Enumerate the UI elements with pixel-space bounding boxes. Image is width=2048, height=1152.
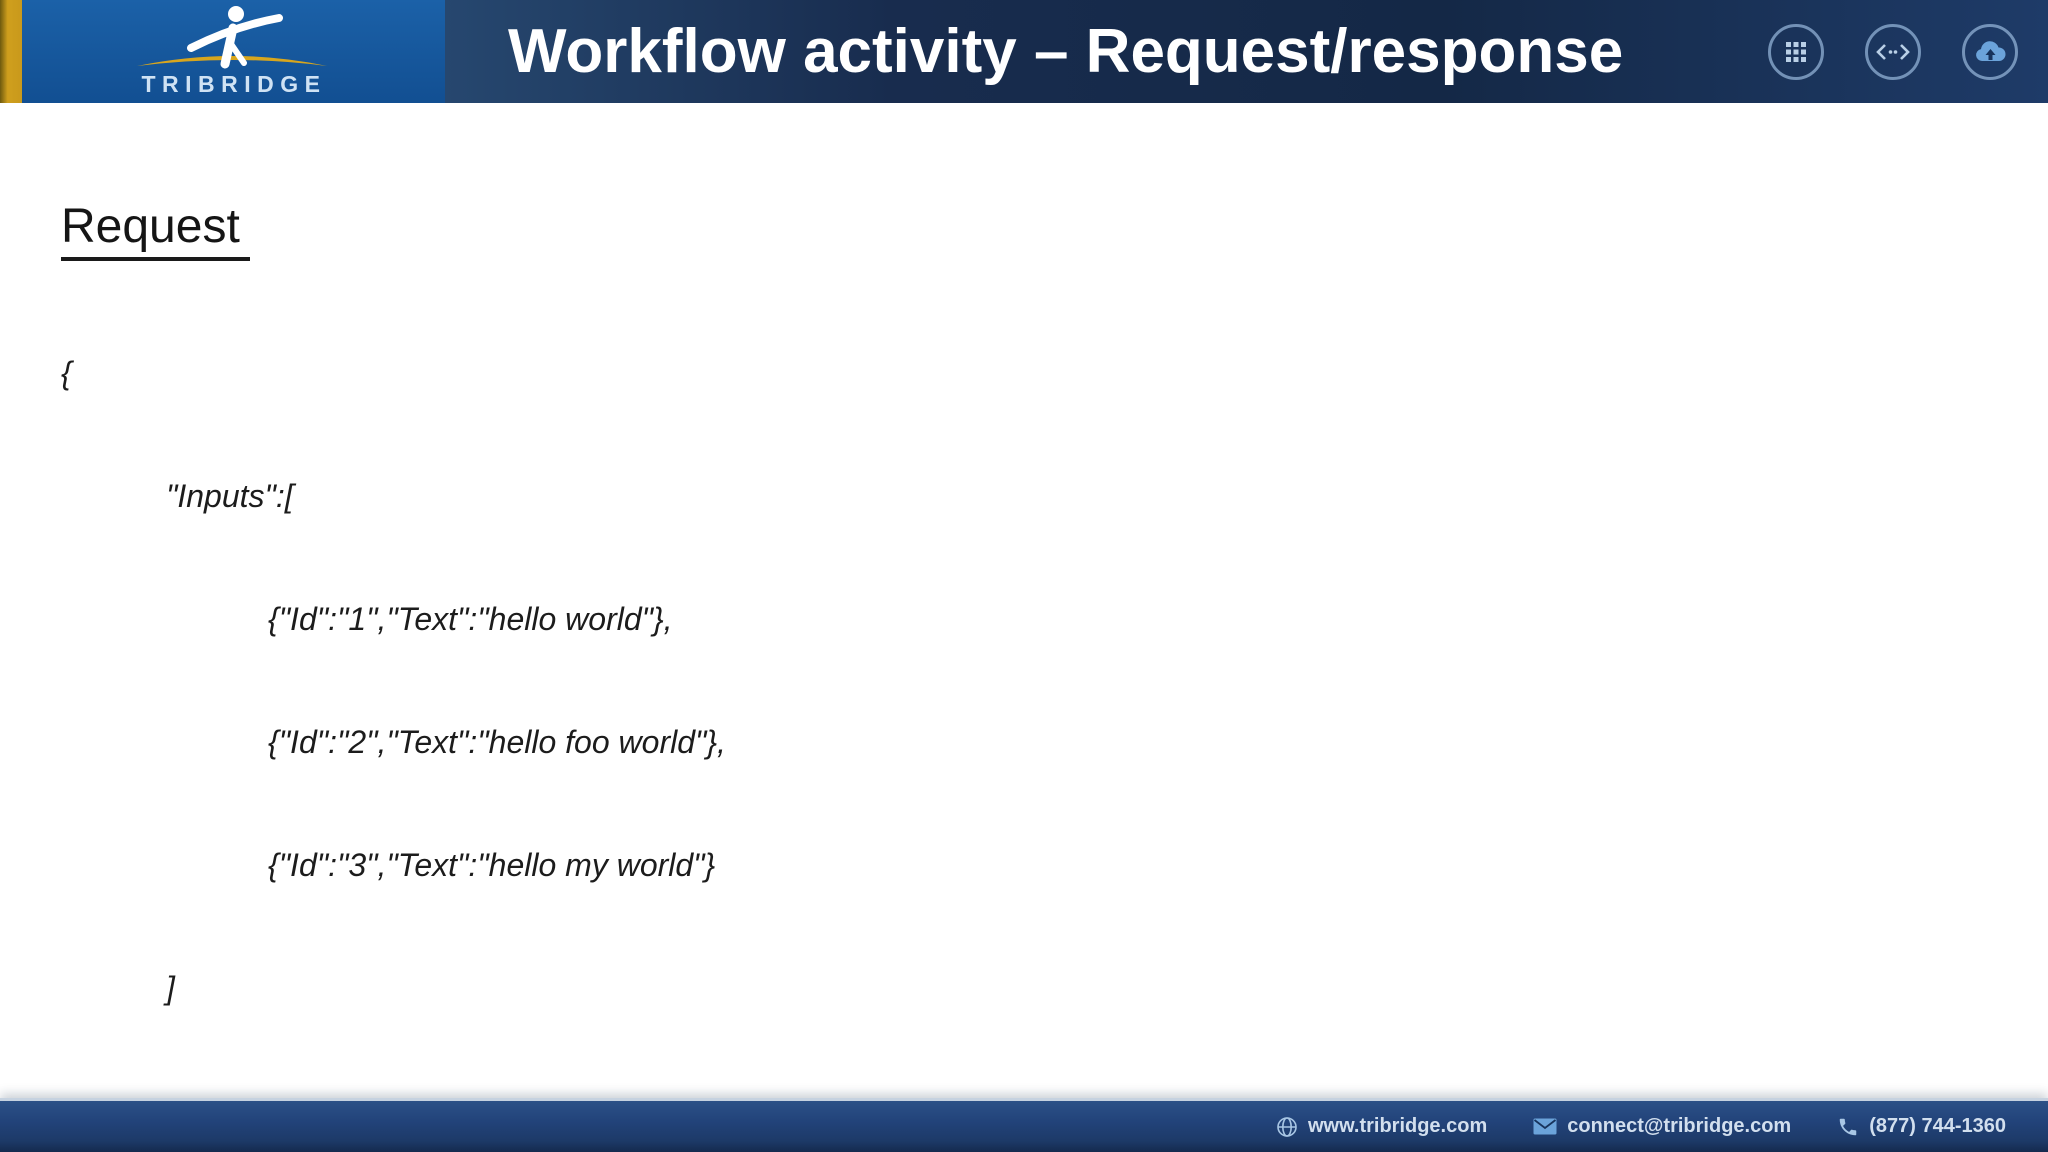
code-line: "Inputs":[ [166,477,294,514]
brand-wordmark: TRIBRIDGE [141,71,326,97]
request-json-block: { "Inputs":[ {"Id":"1","Text":"hello wor… [61,271,2008,1152]
envelope-icon [1533,1118,1557,1135]
footer-website[interactable]: www.tribridge.com [1276,1115,1487,1138]
logo-panel: TRIBRIDGE [22,0,445,103]
globe-icon [1277,1116,1297,1137]
footer-phone-label: (877) 744-1360 [1869,1115,2006,1137]
request-heading: Request [61,200,250,261]
code-line: {"Id":"1","Text":"hello world"}, [268,600,673,637]
cloud-button[interactable] [1962,23,2018,80]
header-icon-group [1768,23,2018,80]
code-line: {"Id":"3","Text":"hello my world"} [268,846,716,883]
title-panel: Workflow activity – Request/response [445,0,2048,103]
footer-website-label: www.tribridge.com [1307,1115,1488,1137]
code-line: {"Id":"2","Text":"hello foo world"}, [268,723,726,760]
cloud-upload-icon [1976,40,2006,61]
phone-icon [1839,1118,1857,1135]
grid-icon [1786,41,1806,62]
footer-email[interactable]: connect@tribridge.com [1533,1115,1791,1138]
footer-email-label: connect@tribridge.com [1567,1115,1792,1137]
resize-arrows-icon [1876,43,1910,60]
tribridge-logo: TRIBRIDGE [136,6,327,97]
grid-button[interactable] [1768,23,1824,80]
logo-gold-swoosh [136,56,327,66]
logo-figure [186,14,283,69]
footer-phone[interactable]: (877) 744-1360 [1837,1115,2006,1138]
logo-figure-head [227,6,244,22]
footer-bar: www.tribridge.com connect@tribridge.com … [0,1098,2048,1152]
resize-button[interactable] [1865,23,1921,80]
code-line: { [61,354,72,391]
code-line: ] [166,969,175,1006]
slide-body: Request { "Inputs":[ {"Id":"1","Text":"h… [0,103,2048,1129]
header-bar: TRIBRIDGE Workflow activity – Request/re… [0,0,2048,103]
page-title: Workflow activity – Request/response [508,16,1624,86]
request-section: Request { "Inputs":[ {"Id":"1","Text":"h… [61,200,2008,1152]
gold-accent-stripe [0,0,22,103]
